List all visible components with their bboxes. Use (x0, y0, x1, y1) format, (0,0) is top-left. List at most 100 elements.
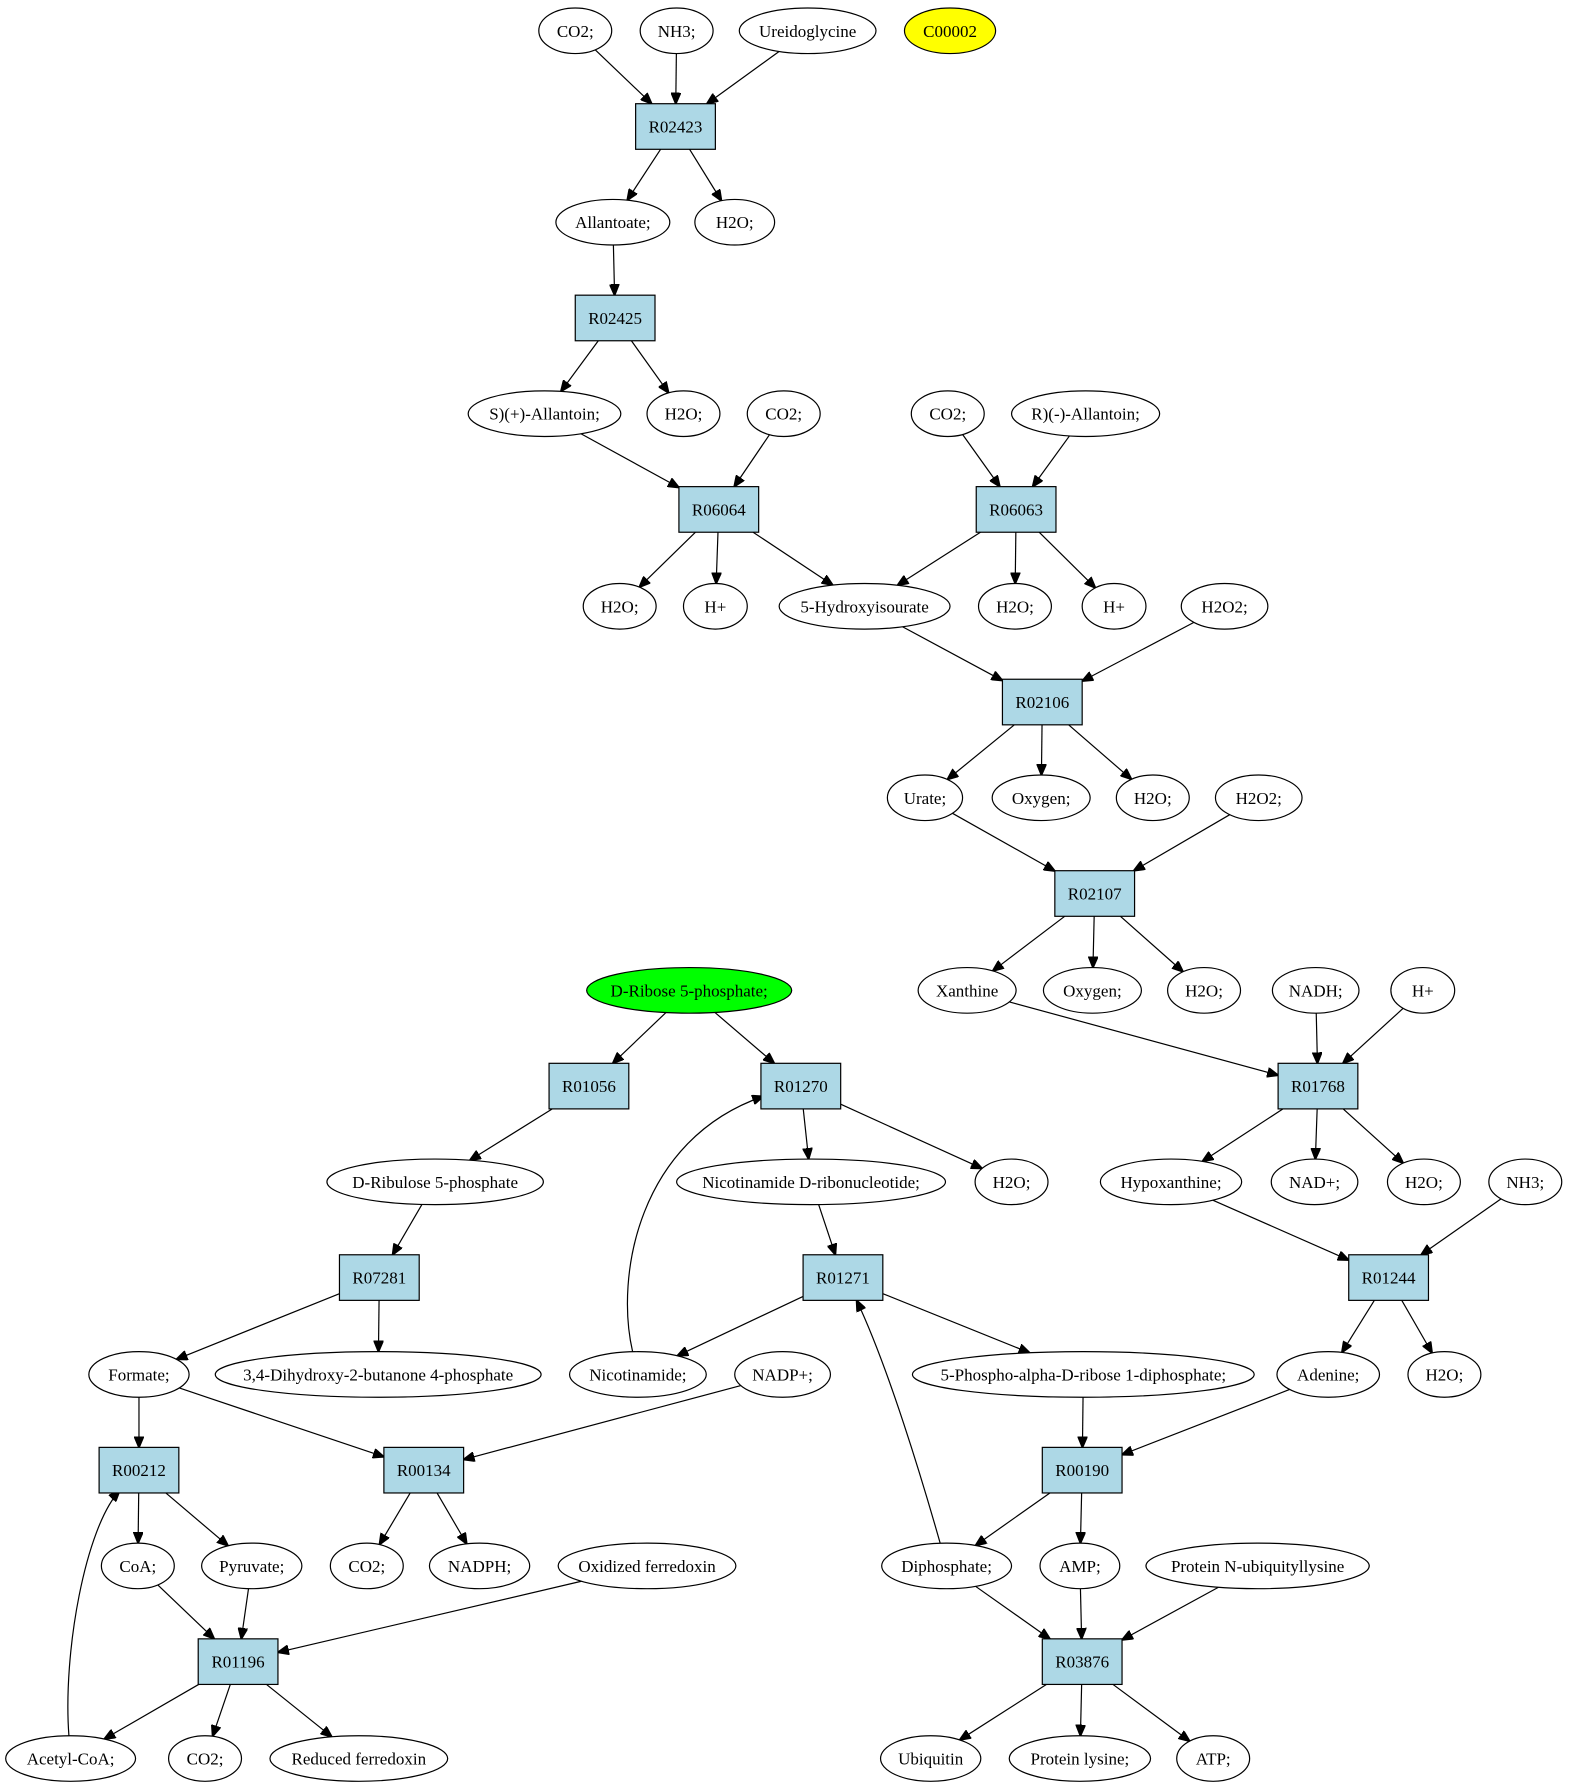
reaction-box (98, 1446, 180, 1494)
compound-ellipse (582, 582, 657, 630)
node-label: 5-Hydroxyisourate (800, 597, 928, 616)
reaction-box (678, 486, 760, 533)
edge-xanthine-to-r01768 (1009, 1001, 1278, 1075)
node-label: CO2; (348, 1557, 385, 1576)
compound-node-nadph: NADPH; (428, 1542, 531, 1590)
node-label: CoA; (119, 1557, 156, 1576)
compound-node-h2o_f: H2O; (1167, 966, 1242, 1014)
compound-node-formate: Formate; (88, 1351, 190, 1398)
compound-node-xanthine: Xanthine (917, 966, 1017, 1014)
node-label: H2O2; (1201, 597, 1247, 616)
node-label: Ureidoglycine (759, 22, 856, 41)
compound-node-co2_d: CO2; (329, 1542, 404, 1590)
compound-ellipse (1145, 1542, 1370, 1590)
reaction-node-r01056: R01056 (548, 1062, 630, 1110)
compound-node-pnul: Protein N-ubiquityllysine (1145, 1542, 1370, 1590)
compound-node-prpp: 5-Phospho-alpha-D-ribose 1-diphosphate; (911, 1351, 1255, 1398)
edge-ribose5p-to-r01270 (714, 1011, 774, 1063)
edge-r02423-to-h2o_a (689, 148, 722, 200)
node-label: NADH; (1289, 981, 1343, 1000)
node-label: H2O; (1426, 1365, 1464, 1384)
compound-node-nadpplus: NADP+; (734, 1351, 832, 1398)
reaction-box (338, 1254, 420, 1301)
compound-node-ribose5p: D-Ribose 5-phosphate; (586, 966, 793, 1014)
compound-node-hplus_b: H+ (1081, 582, 1147, 630)
node-label: CO2; (765, 405, 802, 424)
edge-prpp-to-r00190 (1082, 1397, 1083, 1447)
compound-node-adenine: Adenine; (1276, 1351, 1381, 1398)
compound-node-h2o_h: H2O; (1386, 1158, 1461, 1206)
compound-ellipse (1081, 582, 1147, 630)
node-label: R00134 (397, 1461, 451, 1480)
compound-node-h2o_d: H2O; (977, 582, 1053, 630)
edge-r01271-to-prpp (882, 1293, 1030, 1353)
compound-node-h2o_c: H2O; (582, 582, 657, 630)
node-label: H2O; (665, 405, 703, 424)
reaction-box (1001, 678, 1083, 726)
compound-node-h2o2_a: H2O2; (1180, 582, 1269, 630)
compound-node-hypoxanthine: Hypoxanthine; (1099, 1158, 1243, 1206)
edge-oxfd-to-r01196 (278, 1580, 582, 1652)
edge-s_allantoin-to-r06064 (580, 433, 679, 488)
node-label: R01056 (562, 1077, 616, 1096)
node-label: Acetyl-CoA; (27, 1750, 115, 1769)
reaction-box (1277, 1062, 1359, 1110)
edge-r01768-to-h2o_h (1342, 1108, 1403, 1163)
node-label: R02423 (649, 118, 703, 137)
node-label: R02106 (1015, 693, 1069, 712)
node-label: Ubiquitin (898, 1750, 964, 1769)
node-label: Nicotinamide; (589, 1365, 686, 1384)
compound-node-h2o_b: H2O; (646, 390, 721, 438)
edge-r01196-to-co2_e (213, 1684, 231, 1736)
edge-r01244-to-h2o_i (1401, 1300, 1432, 1353)
reaction-node-r00212: R00212 (98, 1446, 180, 1494)
compound-node-co2_b: CO2; (746, 390, 821, 438)
edge-h2o2_b-to-r02107 (1134, 814, 1231, 871)
edge-hydroxyisourate-to-r02106 (902, 626, 1003, 681)
compound-node-nadh: NADH; (1271, 966, 1360, 1014)
edge-r02425-to-h2o_b (630, 340, 668, 393)
compound-node-ureidoglycine: Ureidoglycine (738, 7, 877, 55)
node-label: D-Ribose 5-phosphate; (611, 981, 768, 1000)
node-label: R06063 (989, 500, 1043, 519)
compound-ellipse (676, 1158, 947, 1206)
node-label: 5-Phospho-alpha-D-ribose 1-diphosphate; (940, 1365, 1226, 1384)
edge-nadpplus-to-r00134 (464, 1385, 741, 1460)
node-label: CO2; (929, 405, 966, 424)
edge-r02106-to-oxygen_a (1041, 724, 1042, 775)
compound-ellipse (1270, 1158, 1359, 1206)
compound-ellipse (269, 1735, 449, 1782)
edge-hplus_c-to-r01768 (1343, 1007, 1404, 1063)
compound-node-nadplus: NAD+; (1270, 1158, 1359, 1206)
compound-ellipse (1167, 966, 1242, 1014)
compound-ellipse (886, 774, 964, 822)
reaction-node-r03876: R03876 (1041, 1638, 1123, 1686)
compound-ellipse (557, 1542, 737, 1590)
compound-ellipse (1276, 1351, 1381, 1398)
node-label: R01196 (211, 1653, 264, 1672)
node-label: NADP+; (752, 1365, 813, 1384)
compound-ellipse (1042, 966, 1143, 1014)
compound-node-c00002: C00002 (903, 7, 997, 55)
edge-co2_a-to-r02423 (594, 49, 651, 104)
reaction-node-r00190: R00190 (1041, 1446, 1123, 1494)
edge-r06064-to-hydroxyisourate (752, 531, 833, 585)
node-label: NAD+; (1289, 1173, 1340, 1192)
node-label: R01768 (1291, 1077, 1345, 1096)
edge-h2o2_a-to-r02106 (1082, 621, 1195, 681)
compound-node-amp: AMP; (1039, 1542, 1121, 1590)
compound-node-atp: ATP; (1176, 1735, 1251, 1782)
compound-node-co2_e: CO2; (167, 1735, 243, 1782)
compound-ellipse (734, 1351, 832, 1398)
edge-r01270-to-h2o_g (840, 1103, 982, 1168)
edge-r07281-to-formate (176, 1293, 340, 1360)
compound-ellipse (911, 1351, 1255, 1398)
edge-r00134-to-co2_d (380, 1492, 411, 1545)
node-label: R02425 (588, 309, 642, 328)
node-label: H2O; (1134, 789, 1172, 808)
compound-ellipse (1390, 966, 1456, 1014)
edge-r01244-to-adenine (1342, 1300, 1375, 1352)
edge-diphosphate-to-r01271 (857, 1300, 941, 1544)
compound-node-hplus_c: H+ (1390, 966, 1456, 1014)
edge-r00212-to-pyruvate (165, 1492, 228, 1546)
